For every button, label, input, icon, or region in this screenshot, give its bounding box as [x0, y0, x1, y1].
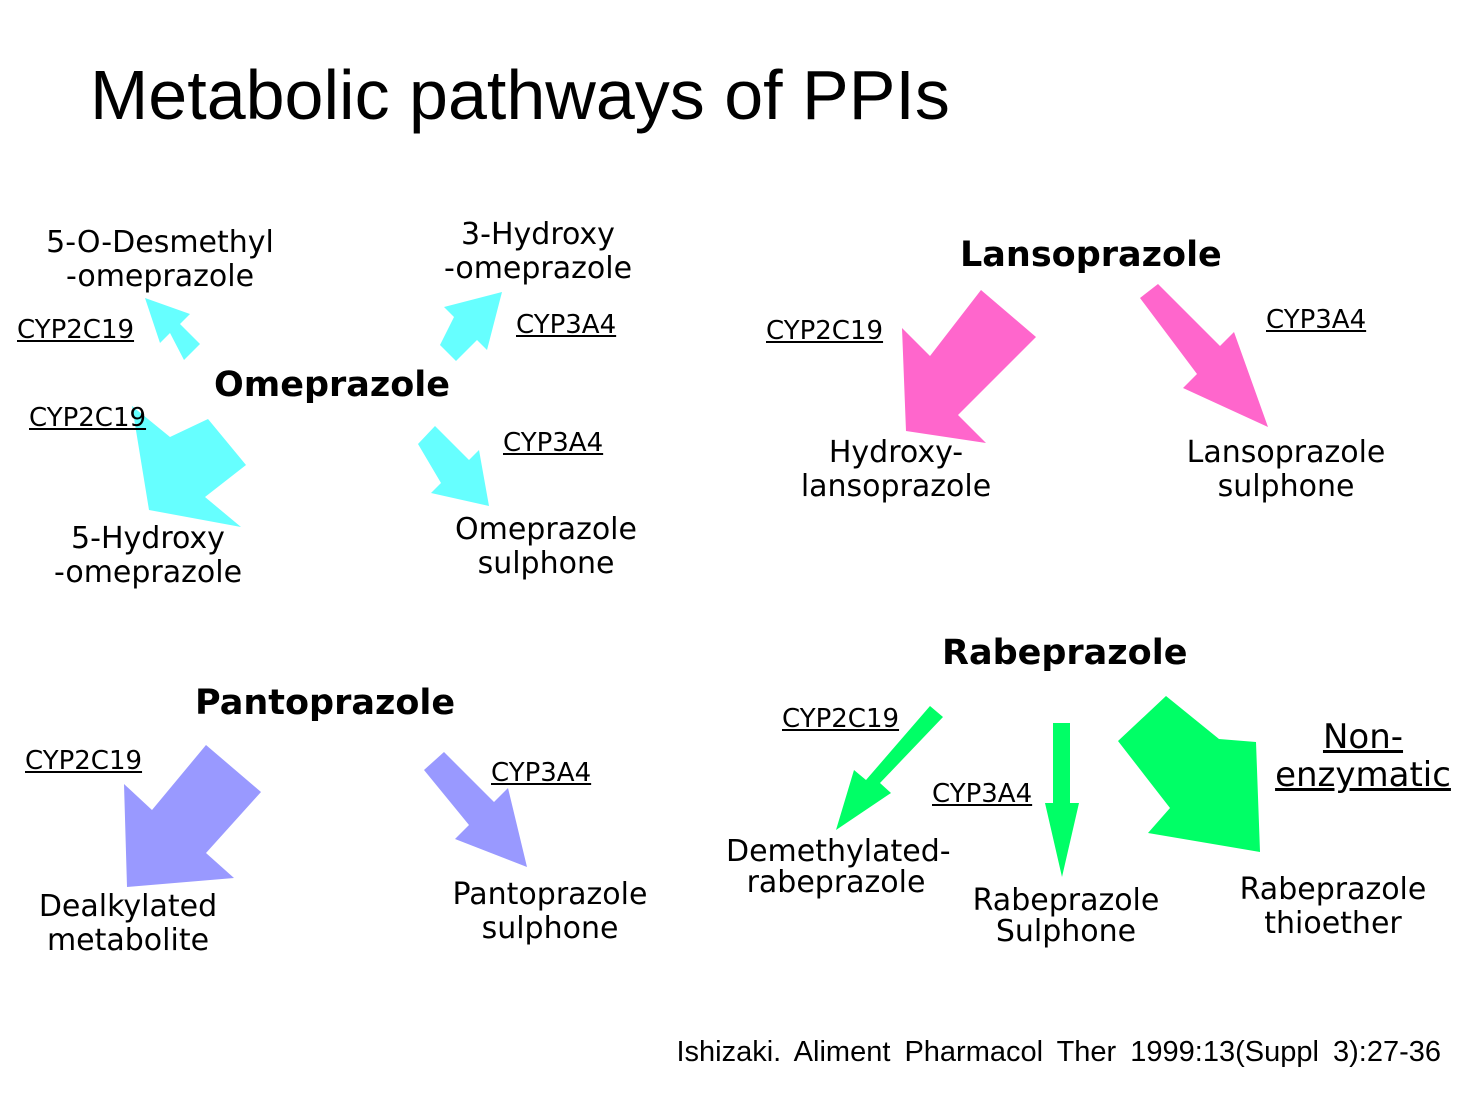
metabolite-line: Rabeprazole [972, 883, 1160, 918]
metabolite-line: Rabeprazole [1239, 872, 1427, 907]
metabolite-line: lansoprazole [800, 468, 992, 504]
metabolite-lansoprazole-sulphone: Lansoprazole sulphone [1176, 436, 1396, 503]
enzyme-label: CYP2C19 [17, 315, 135, 345]
pantoprazole-arrows [124, 745, 527, 887]
arrow-rabeprazole-to-sulphone [1045, 723, 1079, 877]
metabolite-line: Demethylated- [726, 834, 951, 869]
metabolite-rabeprazole-sulphone: Rabeprazole Sulphone [956, 883, 1176, 949]
metabolite-pantoprazole-sulphone: Pantoprazole sulphone [440, 878, 660, 945]
drug-omeprazole: Omeprazole [214, 365, 451, 405]
metabolite-rabeprazole-thioether: Rabeprazole thioether [1218, 873, 1448, 940]
metabolite-line: 3-Hydroxy [461, 217, 615, 252]
enzyme-label: CYP3A4 [516, 310, 617, 340]
enzyme-label: CYP2C19 [25, 746, 143, 776]
arrow-rabeprazole-to-demethylated [836, 706, 943, 830]
rabeprazole-arrows [836, 696, 1260, 877]
metabolite-line: -omeprazole [65, 258, 255, 294]
metabolite-line: Dealkylated [38, 889, 218, 924]
enzyme-label: CYP3A4 [932, 779, 1033, 809]
enzyme-label: CYP2C19 [766, 316, 884, 346]
lansoprazole-arrows [902, 284, 1268, 443]
metabolite-line: thioether [1264, 905, 1402, 941]
metabolite-demethylated-rabeprazole: Demethylated- rabeprazole [726, 834, 951, 900]
metabolite-line: Hydroxy- [828, 435, 964, 470]
drug-rabeprazole: Rabeprazole [942, 633, 1188, 673]
metabolite-3-hydroxy-omeprazole: 3-Hydroxy -omeprazole [428, 218, 648, 285]
omeprazole-arrows [132, 292, 502, 527]
arrow-omeprazole-to-sulphone [418, 426, 489, 506]
metabolite-line: Omeprazole [455, 512, 637, 547]
enzyme-label: CYP2C19 [29, 403, 147, 433]
label-line: enzymatic [1275, 755, 1451, 796]
slide-title: Metabolic pathways of PPIs [90, 56, 950, 134]
metabolite-line: rabeprazole [746, 864, 926, 900]
enzyme-label: CYP3A4 [491, 758, 592, 788]
metabolite-line: Sulphone [995, 913, 1137, 949]
metabolite-line: sulphone [481, 910, 619, 946]
metabolite-5-hydroxy-omeprazole: 5-Hydroxy -omeprazole [38, 522, 258, 589]
arrow-lansoprazole-to-hydroxy [902, 290, 1036, 443]
metabolite-line: 5-O-Desmethyl [46, 225, 274, 260]
drug-lansoprazole: Lansoprazole [960, 235, 1222, 275]
arrow-omeprazole-to-5hydroxy [132, 406, 246, 527]
metabolite-line: -omeprazole [53, 554, 243, 590]
metabolite-dealkylated: Dealkylated metabolite [18, 890, 238, 957]
metabolite-line: Lansoprazole [1186, 435, 1386, 470]
metabolite-line: metabolite [46, 922, 210, 958]
metabolite-omeprazole-sulphone: Omeprazole sulphone [446, 513, 646, 580]
arrow-rabeprazole-to-thioether [1118, 696, 1260, 852]
arrow-omeprazole-to-desmethyl [145, 298, 200, 360]
metabolite-line: sulphone [1217, 468, 1355, 504]
arrow-pantoprazole-to-dealkylated [124, 745, 261, 887]
enzyme-label: CYP3A4 [1266, 305, 1367, 335]
label-line: Non- [1322, 717, 1404, 757]
arrow-pantoprazole-to-sulphone [424, 752, 527, 867]
metabolite-line: Pantoprazole [452, 877, 648, 912]
metabolite-line: -omeprazole [443, 250, 633, 286]
citation: Ishizaki. Aliment Pharmacol Ther 1999:13… [676, 1036, 1441, 1068]
metabolite-line: sulphone [477, 545, 615, 581]
metabolite-hydroxy-lansoprazole: Hydroxy- lansoprazole [786, 436, 1006, 503]
drug-pantoprazole: Pantoprazole [195, 683, 456, 723]
arrow-lansoprazole-to-sulphone [1140, 284, 1268, 427]
enzyme-label: CYP2C19 [782, 704, 900, 734]
arrow-omeprazole-to-3hydroxy [440, 292, 502, 361]
label-non-enzymatic: Non- enzymatic [1273, 718, 1453, 794]
metabolite-line: 5-Hydroxy [71, 521, 225, 556]
enzyme-label: CYP3A4 [503, 428, 604, 458]
metabolite-5-o-desmethyl-omeprazole: 5-O-Desmethyl -omeprazole [40, 226, 280, 293]
